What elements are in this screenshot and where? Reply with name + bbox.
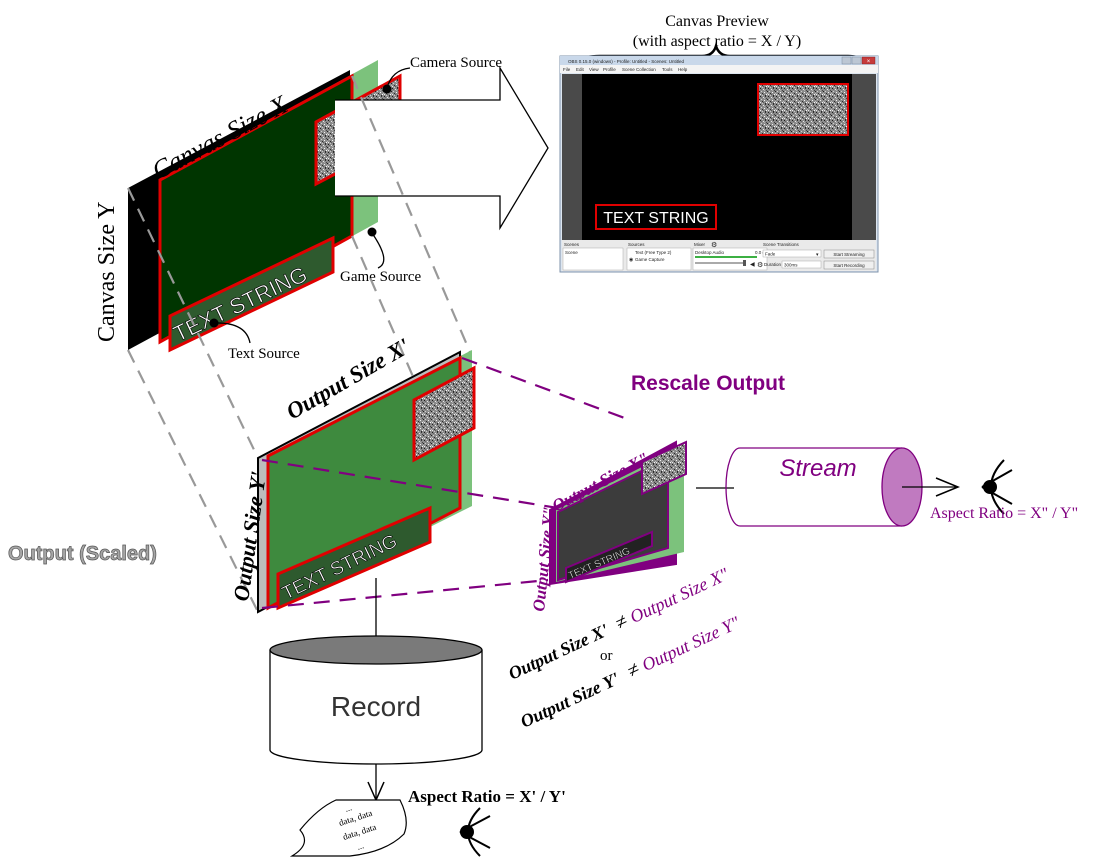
preview-text-string: TEXT STRING	[603, 210, 709, 227]
volume-slider-handle[interactable]	[743, 260, 746, 266]
preview-title-line1: Canvas Preview	[665, 13, 769, 30]
menu-item-edit[interactable]: Edit	[576, 67, 585, 72]
mixer-meter	[695, 256, 757, 258]
menu-item-tools[interactable]: Tools	[662, 67, 673, 72]
mixer-gear-icon[interactable]: ⚙	[711, 241, 717, 249]
ineq2-right: Output Size Y"	[639, 612, 744, 675]
menu-item-file[interactable]: File	[563, 67, 571, 72]
canvas-size-y-label: Canvas Size Y	[94, 202, 120, 342]
record-cylinder-top	[269, 635, 483, 665]
mixer-header: Mixer	[694, 242, 706, 247]
rescale-projection-lines	[261, 356, 631, 610]
text-source-label: Text Source	[228, 346, 300, 362]
file-line-4: ...	[356, 840, 366, 852]
stream-aspect-label: Aspect Ratio = X" / Y"	[930, 505, 1078, 522]
record-eye-icon	[459, 807, 491, 857]
speaker-icon[interactable]: ◀	[750, 262, 755, 268]
menu-item-profile[interactable]: Profile	[603, 67, 616, 72]
output-green	[266, 355, 462, 611]
obs-titlebar	[560, 56, 878, 65]
record-cylinder	[269, 635, 483, 765]
preview-title-line2: (with aspect ratio = X / Y)	[633, 33, 801, 50]
ineq1-right: Output Size X"	[627, 564, 732, 627]
record-cylinder-body	[269, 650, 483, 765]
record-aspect-label: Aspect Ratio = X' / Y'	[408, 787, 566, 806]
sources-item-game[interactable]: Game Capture	[635, 257, 665, 262]
scenes-list[interactable]	[562, 247, 624, 271]
game-source-dot	[367, 227, 377, 237]
text-source-dot	[209, 318, 219, 328]
scenes-header: Scenes	[564, 242, 580, 247]
preview-arrow	[335, 65, 549, 231]
duration-label: Duration	[764, 262, 782, 267]
menu-item-help[interactable]: Help	[678, 67, 688, 72]
duration-spinbox[interactable]	[781, 260, 822, 269]
stream-arrow-head	[935, 477, 960, 497]
preview-camera-source	[757, 83, 849, 136]
start-streaming-label: Start Streaming	[833, 252, 865, 257]
scenes-item[interactable]: Scene	[565, 250, 578, 255]
start-recording-label: Start Recording	[833, 263, 865, 268]
game-source-callout	[371, 232, 385, 269]
transition-select[interactable]	[762, 249, 822, 258]
mixer-item-gear-icon[interactable]: ⚙	[757, 261, 763, 269]
obs-window: OBS 0.15.0 (windows) - Profile: Untitled…	[559, 55, 879, 273]
camera-source-label: Camera Source	[410, 55, 502, 71]
record-file-icon: ... data, data data, data ...	[289, 799, 407, 857]
rescale-text-box	[565, 530, 653, 584]
duration-value[interactable]: 300ms	[784, 263, 798, 268]
ineq-or: or	[600, 648, 613, 664]
rescale-camera-box	[641, 440, 687, 496]
output-text-box	[276, 505, 432, 611]
volume-slider[interactable]	[695, 262, 745, 264]
camera-source-dot	[382, 84, 392, 94]
canvas-projection-lines	[127, 75, 472, 613]
close-icon: ×	[867, 59, 871, 65]
transition-value[interactable]: Fade	[765, 252, 776, 257]
start-streaming-button[interactable]	[823, 249, 875, 259]
eye-icon[interactable]: ◉	[629, 257, 633, 263]
file-line-1: ...	[344, 802, 354, 814]
sources-header: Sources	[628, 242, 645, 247]
transitions-header: Scene Transitions	[763, 242, 800, 247]
record-label: Record	[331, 691, 421, 722]
rescale-layer: TEXT STRING	[549, 440, 687, 586]
preview-text-source-box	[595, 204, 717, 230]
output-scaled-layer: TEXT STRING	[257, 350, 476, 614]
menu-item-scene-collection[interactable]: Scene Collection	[622, 67, 656, 72]
stream-cylinder-body	[725, 447, 902, 527]
obs-window-title: OBS 0.15.0 (windows) - Profile: Untitled…	[568, 59, 685, 64]
stream-label: Stream	[779, 455, 856, 482]
output-scaled-heading: Output (Scaled)	[8, 543, 157, 565]
file-paper	[289, 799, 407, 857]
menu-item-view[interactable]: View	[589, 67, 599, 72]
minimize-button[interactable]	[841, 56, 852, 65]
transition-dropdown-icon[interactable]: ▾	[816, 252, 819, 258]
obs-menubar	[560, 65, 878, 73]
maximize-button[interactable]	[851, 56, 862, 65]
output-camera-box	[412, 365, 476, 463]
close-button[interactable]	[861, 56, 876, 65]
text-source-callout	[213, 322, 251, 344]
game-source-label: Game Source	[340, 269, 422, 285]
mixer-level: 0.0 dB	[755, 250, 768, 255]
sources-item-text[interactable]: Text (Free Type 2)	[635, 250, 672, 255]
rescale-heading: Rescale Output	[631, 372, 785, 395]
ineq2-left: Output Size Y'	[517, 668, 622, 731]
start-recording-button[interactable]	[823, 260, 875, 270]
mixer-item: Desktop Audio	[695, 250, 725, 255]
mixer-panel	[692, 247, 768, 271]
stream-eye-icon	[981, 459, 1013, 515]
ineq1-left: Output Size X'	[505, 620, 611, 684]
sources-list[interactable]	[626, 247, 692, 271]
